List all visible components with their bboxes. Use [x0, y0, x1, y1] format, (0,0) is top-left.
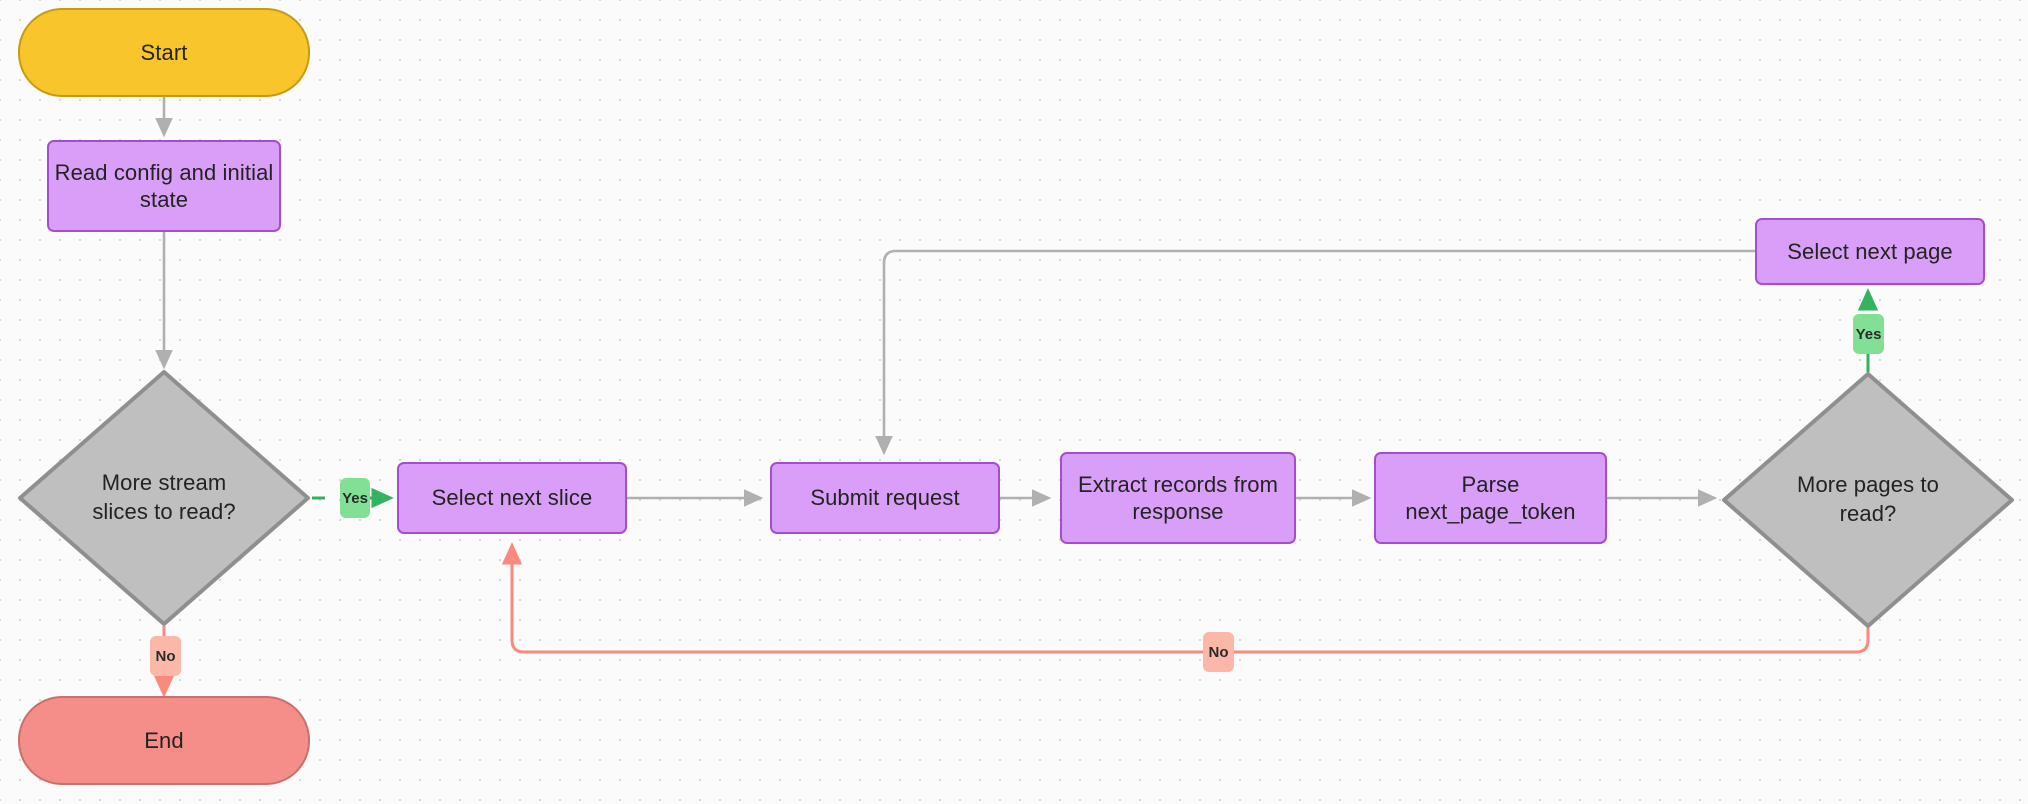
node-end[interactable]: End [18, 696, 310, 785]
node-extract-records-label: Extract records from response [1078, 471, 1278, 526]
edge-label-pages-no-text: No [1208, 643, 1229, 661]
node-read-config-label: Read config and initial state [55, 159, 274, 214]
node-start-label: Start [140, 39, 188, 65]
node-extract-records[interactable]: Extract records from response [1060, 452, 1296, 544]
node-end-label: End [144, 727, 184, 753]
node-more-pages-decision[interactable]: More pages to read? [1720, 370, 2016, 630]
edge-more-pages-no-loop [501, 542, 1870, 654]
node-submit-request[interactable]: Submit request [770, 462, 1000, 534]
node-read-config-line2: state [139, 187, 189, 212]
node-submit-request-label: Submit request [810, 485, 960, 511]
node-start[interactable]: Start [18, 8, 310, 97]
diamond-shape [1722, 372, 2014, 628]
edge-label-slices-yes-text: Yes [342, 489, 368, 507]
node-parse-next-page-token-label: Parse next_page_token [1405, 471, 1575, 526]
edge-label-pages-yes[interactable]: Yes [1853, 314, 1884, 354]
node-more-stream-slices-decision[interactable]: More stream slices to read? [16, 368, 312, 628]
node-read-config-line1: Read config and initial [54, 159, 274, 185]
node-parse-next-page-token-line2: next_page_token [1405, 499, 1576, 524]
node-read-config[interactable]: Read config and initial state [47, 140, 281, 232]
node-parse-next-page-token[interactable]: Parse next_page_token [1374, 452, 1607, 544]
node-extract-records-line2: response [1132, 499, 1224, 524]
edge-label-pages-yes-text: Yes [1855, 325, 1882, 343]
edge-label-slices-no-text: No [155, 647, 176, 665]
node-parse-next-page-token-line1: Parse [1461, 471, 1520, 497]
node-select-next-page[interactable]: Select next page [1755, 218, 1985, 285]
edge-label-pages-no[interactable]: No [1203, 632, 1234, 672]
node-extract-records-line1: Extract records from [1077, 471, 1279, 497]
node-select-next-page-label: Select next page [1787, 238, 1953, 264]
node-select-next-slice[interactable]: Select next slice [397, 462, 627, 534]
diamond-shape [18, 370, 310, 626]
edge-label-slices-no[interactable]: No [150, 636, 181, 676]
edge-label-slices-yes[interactable]: Yes [340, 478, 370, 518]
edge-select-page-to-submit-request-loop [875, 249, 1755, 456]
node-select-next-slice-label: Select next slice [431, 485, 593, 511]
